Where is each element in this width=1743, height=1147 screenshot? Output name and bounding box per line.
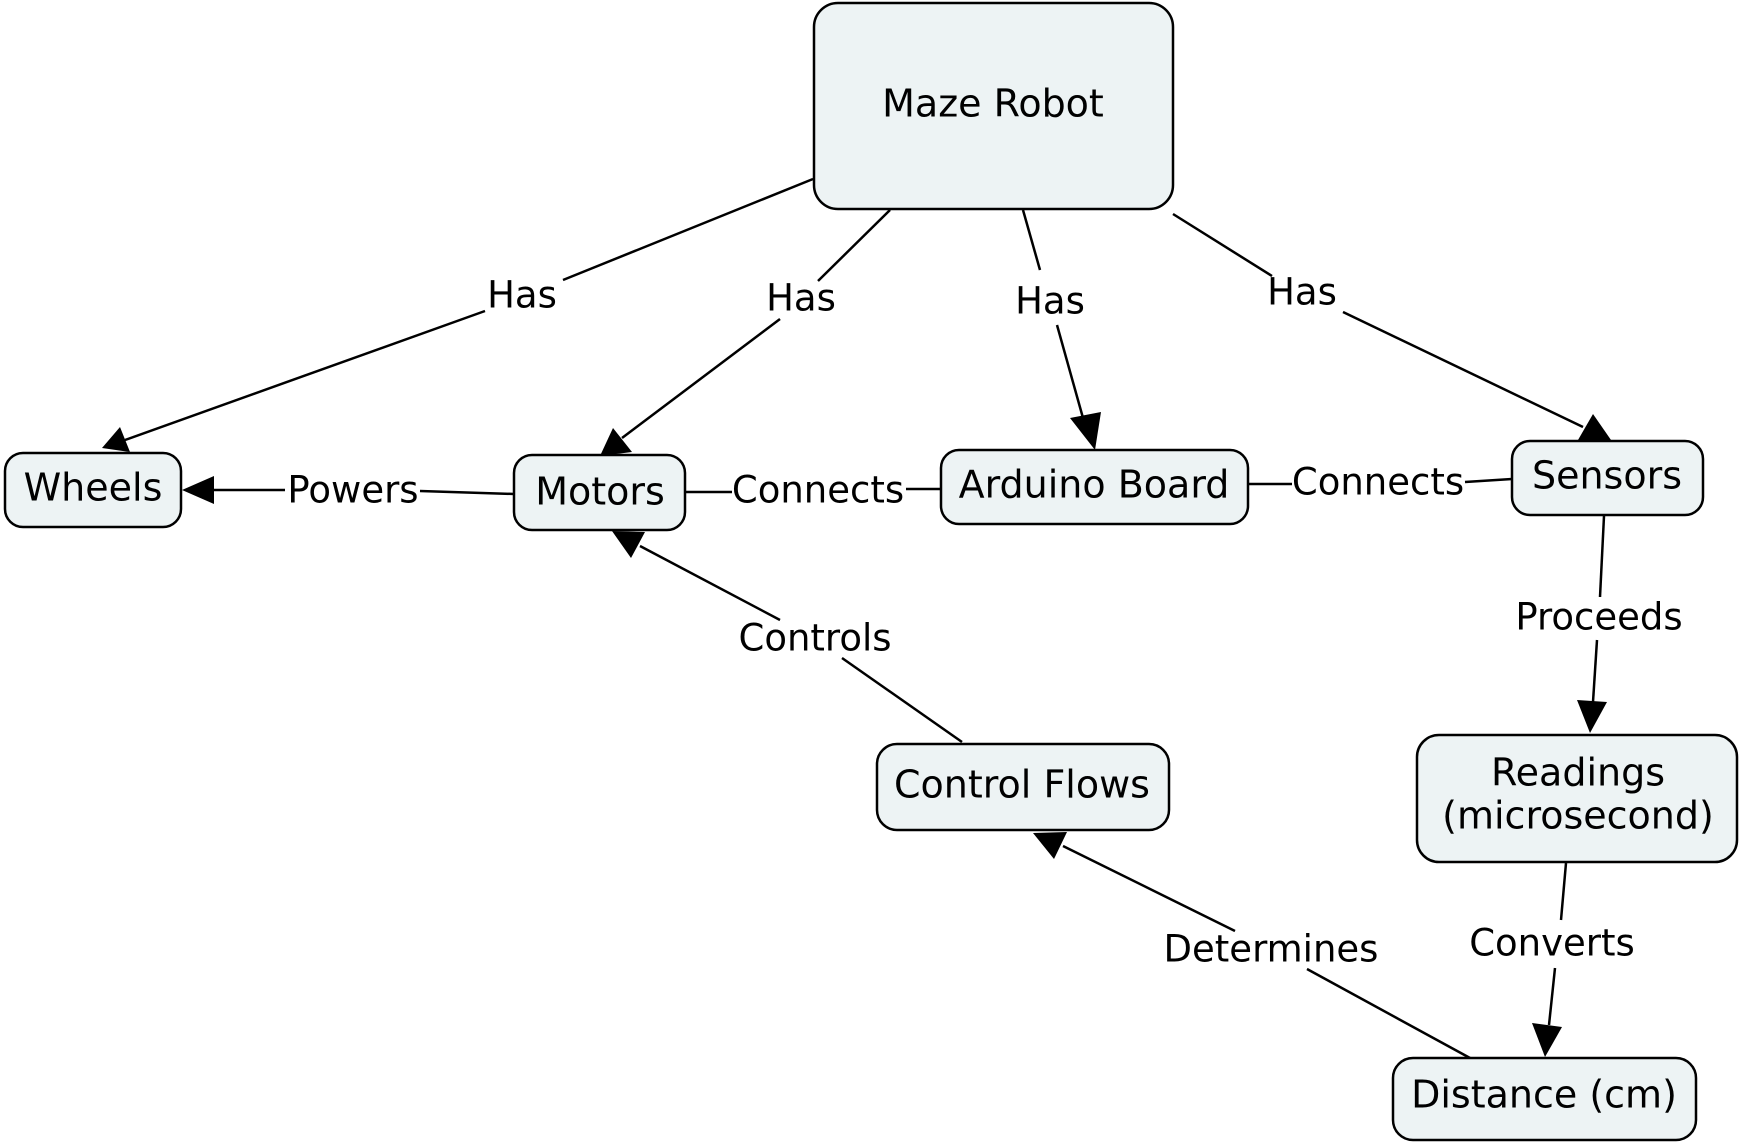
link-distance-controlflows-line-a	[1306, 967, 1471, 1060]
node-arduino-board-label: Arduino Board	[959, 463, 1230, 507]
link-label-robot-sensors: Has	[1267, 271, 1337, 314]
node-arduino-board[interactable]: Arduino Board	[939, 448, 1250, 526]
link-robot-sensors-line-b	[1342, 310, 1584, 429]
link-label-arduino-sensors: Connects	[1292, 461, 1464, 504]
node-distance[interactable]: Distance (cm)	[1391, 1056, 1698, 1142]
link-label-motors-arduino: Connects	[732, 469, 904, 512]
link-label-robot-wheels: Has	[487, 274, 557, 317]
node-sensors-label: Sensors	[1532, 454, 1682, 498]
link-robot-motors-line-a	[817, 209, 891, 282]
link-sensors-readings-line-a	[1598, 515, 1606, 598]
arrow-wheels-from-robot	[102, 427, 130, 452]
arrow-motors-from-robot	[600, 428, 632, 456]
arrow-wheels-from-motors	[182, 476, 214, 504]
node-readings-label-line1: Readings	[1491, 751, 1665, 795]
link-arduino-sensors-line-b	[1464, 477, 1513, 484]
link-controlflows-motors-line-a	[841, 656, 963, 744]
node-control-flows-label: Control Flows	[894, 763, 1150, 807]
link-readings-distance-line-b	[1547, 967, 1557, 1026]
link-robot-wheels-line-b	[124, 309, 486, 442]
node-distance-label: Distance (cm)	[1411, 1073, 1677, 1117]
arrow-controlflows-from-distance	[1033, 832, 1067, 859]
link-readings-distance-line-a	[1559, 862, 1568, 921]
arrow-readings-from-sensors	[1577, 700, 1607, 733]
node-maze-robot-box	[812, 1, 1175, 211]
link-label-motors-wheels: Powers	[287, 469, 418, 512]
node-wheels-box	[3, 451, 183, 529]
node-arduino-board-box	[939, 448, 1250, 526]
arrow-arduino-from-robot	[1070, 412, 1101, 450]
node-control-flows-box	[875, 742, 1171, 832]
link-robot-arduino-line-b	[1055, 324, 1085, 419]
node-distance-box	[1391, 1056, 1698, 1142]
link-robot-motors-line-b	[621, 318, 781, 439]
link-label-sensors-readings: Proceeds	[1515, 596, 1682, 639]
arrow-motors-from-controlflows	[612, 531, 645, 558]
link-motors-wheels-line-a	[419, 489, 515, 496]
link-label-controlflows-motors: Controls	[738, 617, 891, 660]
arrow-distance-from-readings	[1532, 1023, 1562, 1057]
arrow-sensors-from-robot	[1578, 414, 1611, 440]
node-sensors[interactable]: Sensors	[1510, 439, 1705, 517]
link-label-robot-motors: Has	[766, 277, 836, 320]
link-controlflows-motors-line-b	[639, 544, 781, 622]
node-readings[interactable]: Readings (microsecond)	[1415, 733, 1739, 864]
node-motors-box	[512, 453, 687, 532]
node-maze-robot[interactable]: Maze Robot	[812, 1, 1175, 211]
link-robot-wheels-line-a	[562, 177, 814, 282]
link-robot-sensors-line-a	[1172, 212, 1273, 278]
link-label-readings-distance: Converts	[1469, 922, 1635, 965]
node-wheels-label: Wheels	[24, 466, 163, 510]
node-motors[interactable]: Motors	[512, 453, 687, 532]
link-distance-controlflows-line-b	[1062, 844, 1236, 933]
link-sensors-readings-line-b	[1591, 639, 1599, 703]
node-readings-box	[1415, 733, 1739, 864]
node-sensors-box	[1510, 439, 1705, 517]
node-wheels[interactable]: Wheels	[3, 451, 183, 529]
node-readings-label-line2: (microsecond)	[1442, 794, 1714, 838]
node-control-flows[interactable]: Control Flows	[875, 742, 1171, 832]
link-robot-arduino-line-a	[1021, 209, 1042, 271]
link-label-distance-controlflows: Determines	[1164, 928, 1379, 971]
link-label-robot-arduino: Has	[1015, 280, 1085, 323]
node-maze-robot-label: Maze Robot	[882, 82, 1104, 126]
node-motors-label: Motors	[535, 470, 665, 514]
